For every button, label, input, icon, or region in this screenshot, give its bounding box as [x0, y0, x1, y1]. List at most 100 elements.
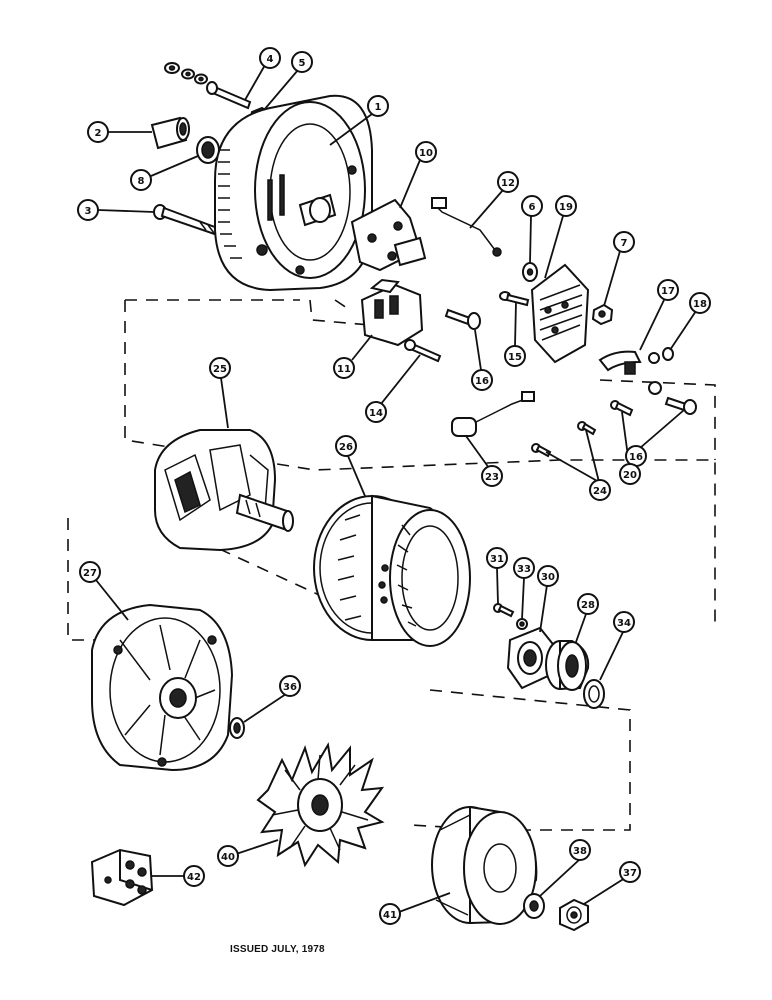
svg-text:24: 24 — [593, 486, 607, 497]
callout-7: 7 — [613, 231, 635, 253]
svg-text:37: 37 — [623, 868, 637, 879]
svg-text:31: 31 — [490, 554, 504, 565]
rotor-25 — [154, 429, 294, 552]
svg-text:18: 18 — [693, 299, 707, 310]
svg-text:12: 12 — [501, 178, 515, 189]
callout-1: 1 — [367, 95, 389, 117]
callout-25: 25 — [209, 357, 231, 379]
brush-holder-plate-10 — [350, 198, 427, 272]
callout-2: 2 — [87, 121, 109, 143]
callout-40: 40 — [217, 845, 239, 867]
callout-38: 38 — [569, 839, 591, 861]
svg-text:42: 42 — [187, 872, 201, 883]
svg-text:16: 16 — [629, 452, 643, 463]
nut-7 — [591, 303, 614, 326]
svg-text:7: 7 — [621, 238, 628, 249]
svg-text:25: 25 — [213, 364, 227, 375]
svg-text:6: 6 — [529, 202, 536, 213]
svg-text:14: 14 — [369, 408, 383, 419]
washer-33 — [516, 618, 528, 630]
callout-4: 4 — [259, 47, 281, 69]
callout-18: 18 — [689, 292, 711, 314]
screw-16-left — [444, 308, 481, 330]
svg-text:2: 2 — [95, 128, 102, 139]
callout-5: 5 — [291, 51, 313, 73]
svg-text:5: 5 — [299, 58, 306, 69]
svg-text:33: 33 — [517, 564, 531, 575]
svg-text:28: 28 — [581, 600, 595, 611]
svg-text:26: 26 — [339, 442, 353, 453]
pulley-41 — [431, 805, 538, 925]
svg-text:23: 23 — [485, 472, 499, 483]
insulator-clip-17 — [598, 350, 660, 375]
svg-text:27: 27 — [83, 568, 97, 579]
washer-36 — [229, 717, 245, 739]
seal-8 — [196, 136, 220, 164]
terminal-block-42 — [90, 848, 154, 907]
issued-date-note: ISSUED JULY, 1978 — [230, 944, 325, 955]
bearing-28 — [545, 640, 590, 691]
svg-text:3: 3 — [85, 206, 92, 217]
callout-27: 27 — [79, 561, 101, 583]
svg-text:1: 1 — [375, 102, 382, 113]
callout-42: 42 — [183, 865, 205, 887]
washer-6 — [522, 262, 538, 282]
drive-end-frame-27 — [91, 603, 234, 772]
callout-6: 6 — [521, 195, 543, 217]
callout-20: 20 — [619, 463, 641, 485]
svg-text:19: 19 — [559, 202, 573, 213]
callout-3: 3 — [77, 199, 99, 221]
callout-15: 15 — [504, 345, 526, 367]
svg-text:20: 20 — [623, 470, 637, 481]
brush-assembly-11 — [360, 278, 424, 347]
callout-11: 11 — [333, 357, 355, 379]
callout-41: 41 — [379, 903, 401, 925]
svg-text:34: 34 — [617, 618, 631, 629]
diode-trio-23 — [451, 391, 535, 437]
callout-14: 14 — [365, 401, 387, 423]
slip-ring-end-frame-1 — [214, 94, 373, 292]
callout-36: 36 — [279, 675, 301, 697]
svg-text:17: 17 — [661, 286, 675, 297]
callout-28: 28 — [577, 593, 599, 615]
nut-washer-stack-top — [164, 62, 208, 85]
fan-40 — [256, 742, 385, 868]
svg-text:10: 10 — [419, 148, 433, 159]
svg-text:36: 36 — [283, 682, 297, 693]
callout-10: 10 — [415, 141, 437, 163]
svg-text:16: 16 — [475, 376, 489, 387]
terminal-strap-12 — [431, 197, 502, 257]
svg-text:8: 8 — [138, 176, 145, 187]
callout-16-right: 16 — [625, 445, 647, 467]
svg-text:11: 11 — [337, 364, 351, 375]
callout-19: 19 — [555, 195, 577, 217]
svg-text:30: 30 — [541, 572, 555, 583]
callout-34: 34 — [613, 611, 635, 633]
screw-20 — [610, 400, 634, 417]
callout-12: 12 — [497, 171, 519, 193]
screw-15 — [499, 291, 530, 307]
callout-26: 26 — [335, 435, 357, 457]
svg-text:41: 41 — [383, 910, 397, 921]
callout-37: 37 — [619, 861, 641, 883]
washer-18 — [648, 347, 674, 395]
svg-text:38: 38 — [573, 846, 587, 857]
callout-33: 33 — [513, 557, 535, 579]
callout-17: 17 — [657, 279, 679, 301]
callout-24: 24 — [589, 479, 611, 501]
bushing-2 — [150, 116, 190, 150]
washer-34 — [583, 679, 605, 709]
stator-26 — [313, 494, 471, 647]
screw-31 — [493, 603, 515, 618]
leader-lines — [95, 64, 697, 913]
screw-24-a — [577, 421, 597, 436]
callout-16-left: 16 — [471, 369, 493, 391]
callout-31: 31 — [486, 547, 508, 569]
svg-text:4: 4 — [267, 54, 274, 65]
screw-16-right — [664, 396, 697, 415]
group-outline-top-link — [309, 299, 371, 326]
svg-text:15: 15 — [508, 352, 522, 363]
screw-24-b — [531, 443, 552, 458]
callout-30: 30 — [537, 565, 559, 587]
